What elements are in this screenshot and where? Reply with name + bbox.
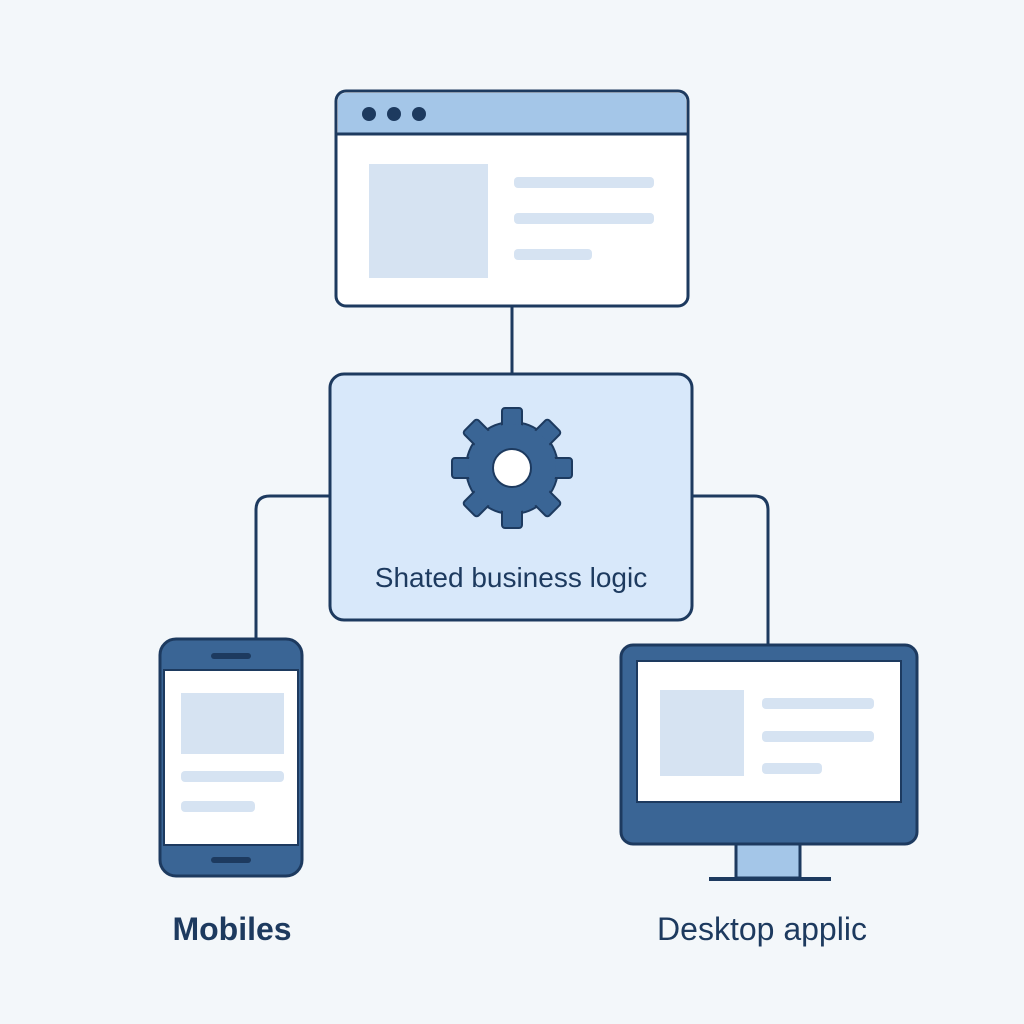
- desktop-label: Desktop applic: [657, 911, 867, 947]
- browser-window-icon: [334, 89, 690, 308]
- image-placeholder: [660, 690, 744, 776]
- gear-icon: [451, 407, 573, 529]
- shared-logic-label: Shated business logic: [374, 562, 648, 593]
- connector-core-desktop: [692, 494, 770, 645]
- text-line-placeholder: [181, 801, 255, 812]
- text-line-placeholder: [514, 249, 592, 260]
- shared-logic-panel: [328, 372, 694, 622]
- mobile-label: Mobiles: [172, 911, 292, 947]
- text-line-placeholder: [181, 771, 284, 782]
- smartphone-icon: [158, 637, 304, 878]
- window-dot-icon: [362, 107, 376, 121]
- phone-speaker: [211, 653, 251, 659]
- text-line-placeholder: [762, 731, 874, 742]
- desktop-monitor-icon: [619, 643, 919, 881]
- text-line-placeholder: [762, 763, 822, 774]
- text-line-placeholder: [514, 177, 654, 188]
- image-placeholder: [369, 164, 488, 278]
- text-line-placeholder: [762, 698, 874, 709]
- text-line-placeholder: [514, 213, 654, 224]
- window-dot-icon: [412, 107, 426, 121]
- monitor-stand: [734, 842, 802, 880]
- connector-core-mobile: [254, 494, 330, 640]
- connectors: [254, 306, 770, 645]
- image-placeholder: [181, 693, 284, 754]
- phone-home-bar: [211, 857, 251, 863]
- window-dot-icon: [387, 107, 401, 121]
